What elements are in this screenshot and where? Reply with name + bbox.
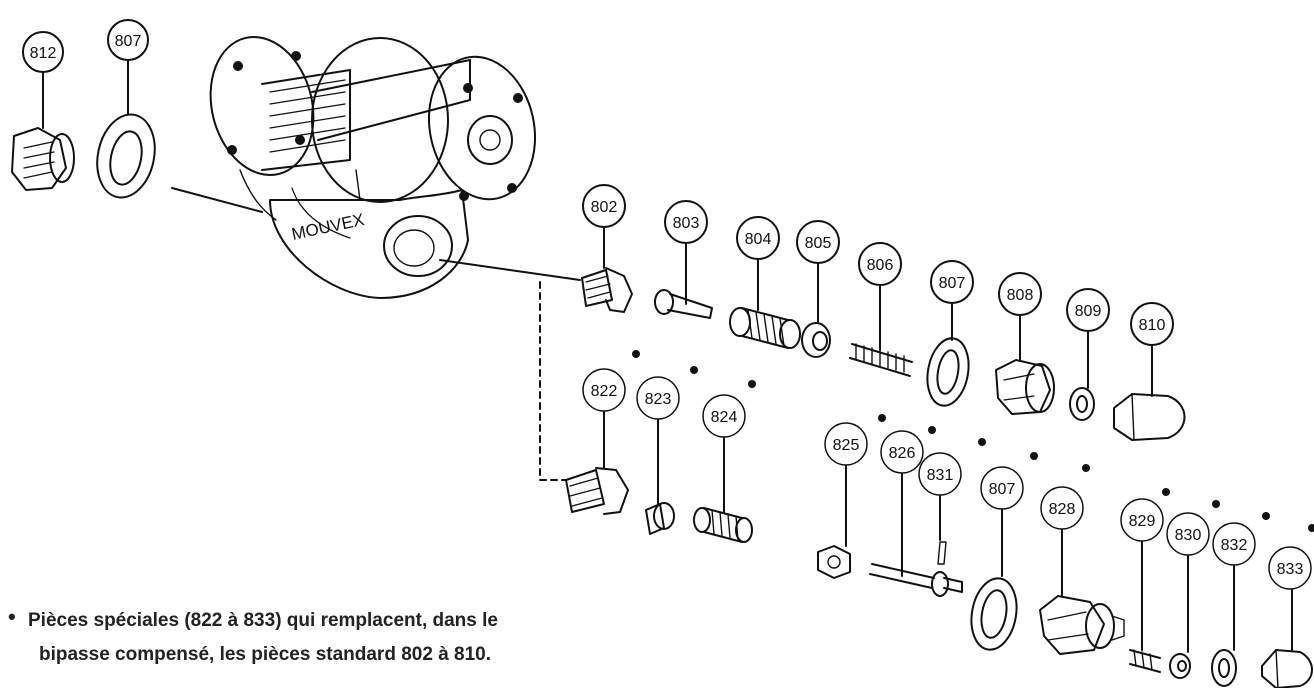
callout-823-label: 823 bbox=[645, 391, 672, 408]
callout-822-label: 822 bbox=[591, 383, 618, 400]
callout-804-label: 804 bbox=[745, 231, 772, 248]
callout-826-label: 826 bbox=[889, 445, 916, 462]
callout-832-label: 832 bbox=[1221, 537, 1248, 554]
part-822-screw-plug bbox=[565, 467, 629, 515]
callout-805-label: 805 bbox=[805, 235, 832, 252]
part-802-screw-plug bbox=[581, 267, 633, 313]
callout-805: 805 bbox=[796, 220, 840, 264]
part-807-washer-mid bbox=[926, 337, 970, 407]
callout-802: 802 bbox=[582, 184, 626, 228]
part-807-washer-left bbox=[96, 113, 156, 199]
part-812-plug bbox=[11, 127, 75, 191]
bypass-dashed-connector bbox=[539, 281, 566, 481]
part-828-cap-nut bbox=[1039, 595, 1125, 655]
footnote-line-1: Pièces spéciales (822 à 833) qui remplac… bbox=[28, 610, 498, 631]
axis-line-upper bbox=[439, 259, 581, 281]
callout-829-label: 829 bbox=[1129, 513, 1156, 530]
decorative-dots bbox=[632, 350, 1314, 532]
callout-807-mid: 807 bbox=[930, 260, 974, 304]
callout-823: 823 bbox=[636, 376, 680, 420]
part-808-cap-nut bbox=[995, 359, 1055, 415]
part-823-pin bbox=[645, 502, 675, 535]
callout-807-mid-label: 807 bbox=[939, 275, 966, 292]
callouts: 812 807 802 803 804 805 806 807 808 809 … bbox=[22, 19, 1312, 590]
part-810-cap bbox=[1113, 393, 1186, 441]
part-831-pin bbox=[937, 541, 947, 565]
part-832-washer bbox=[1211, 649, 1237, 687]
callout-802-label: 802 bbox=[591, 199, 618, 216]
callout-808-label: 808 bbox=[1007, 287, 1034, 304]
footnote-line-2: bipasse compensé, les pièces standard 80… bbox=[39, 644, 492, 665]
callout-831: 831 bbox=[918, 452, 962, 496]
part-833-cap bbox=[1261, 649, 1313, 688]
callout-806-label: 806 bbox=[867, 257, 894, 274]
part-830-ball bbox=[1169, 653, 1191, 679]
callout-803-label: 803 bbox=[673, 215, 700, 232]
callout-833-label: 833 bbox=[1277, 561, 1304, 578]
brand-marking: MOUVEX bbox=[290, 210, 366, 244]
part-803-pin bbox=[654, 289, 713, 319]
callout-824: 824 bbox=[702, 394, 746, 438]
callout-826: 826 bbox=[880, 430, 924, 474]
callout-809-label: 809 bbox=[1075, 303, 1102, 320]
callout-810: 810 bbox=[1130, 302, 1174, 346]
callout-803: 803 bbox=[664, 200, 708, 244]
part-824-spring bbox=[693, 507, 753, 543]
part-825-nut bbox=[817, 545, 851, 579]
callout-830-label: 830 bbox=[1175, 527, 1202, 544]
part-829-spring bbox=[1129, 649, 1161, 673]
callout-807-lower-label: 807 bbox=[989, 481, 1016, 498]
pump-body bbox=[209, 36, 537, 299]
callout-807-left: 807 bbox=[107, 19, 149, 61]
callout-828: 828 bbox=[1040, 486, 1084, 530]
part-809-washer bbox=[1069, 387, 1095, 421]
callout-807-left-label: 807 bbox=[115, 33, 142, 50]
callout-810-label: 810 bbox=[1139, 317, 1166, 334]
callout-822: 822 bbox=[582, 368, 626, 412]
callout-830: 830 bbox=[1166, 512, 1210, 556]
callout-825: 825 bbox=[824, 422, 868, 466]
axis-line-left bbox=[171, 187, 263, 213]
callout-833: 833 bbox=[1268, 546, 1312, 590]
callout-831-label: 831 bbox=[927, 467, 954, 484]
part-826-rod bbox=[869, 563, 963, 597]
part-806-spring bbox=[849, 343, 913, 377]
callout-808: 808 bbox=[998, 272, 1042, 316]
callout-812: 812 bbox=[22, 31, 64, 73]
callout-829: 829 bbox=[1120, 498, 1164, 542]
callout-824-label: 824 bbox=[711, 409, 738, 426]
callout-804: 804 bbox=[736, 216, 780, 260]
callout-828-label: 828 bbox=[1049, 501, 1076, 518]
callout-825-label: 825 bbox=[833, 437, 860, 454]
callout-832: 832 bbox=[1212, 522, 1256, 566]
callout-809: 809 bbox=[1066, 288, 1110, 332]
callout-807-lower: 807 bbox=[980, 466, 1024, 510]
bullet-marker: • bbox=[8, 604, 16, 629]
callout-812-label: 812 bbox=[30, 45, 57, 62]
part-805-cup bbox=[801, 322, 831, 358]
part-804-spring bbox=[729, 307, 801, 349]
callout-806: 806 bbox=[858, 242, 902, 286]
part-807-washer-lower bbox=[970, 577, 1018, 651]
